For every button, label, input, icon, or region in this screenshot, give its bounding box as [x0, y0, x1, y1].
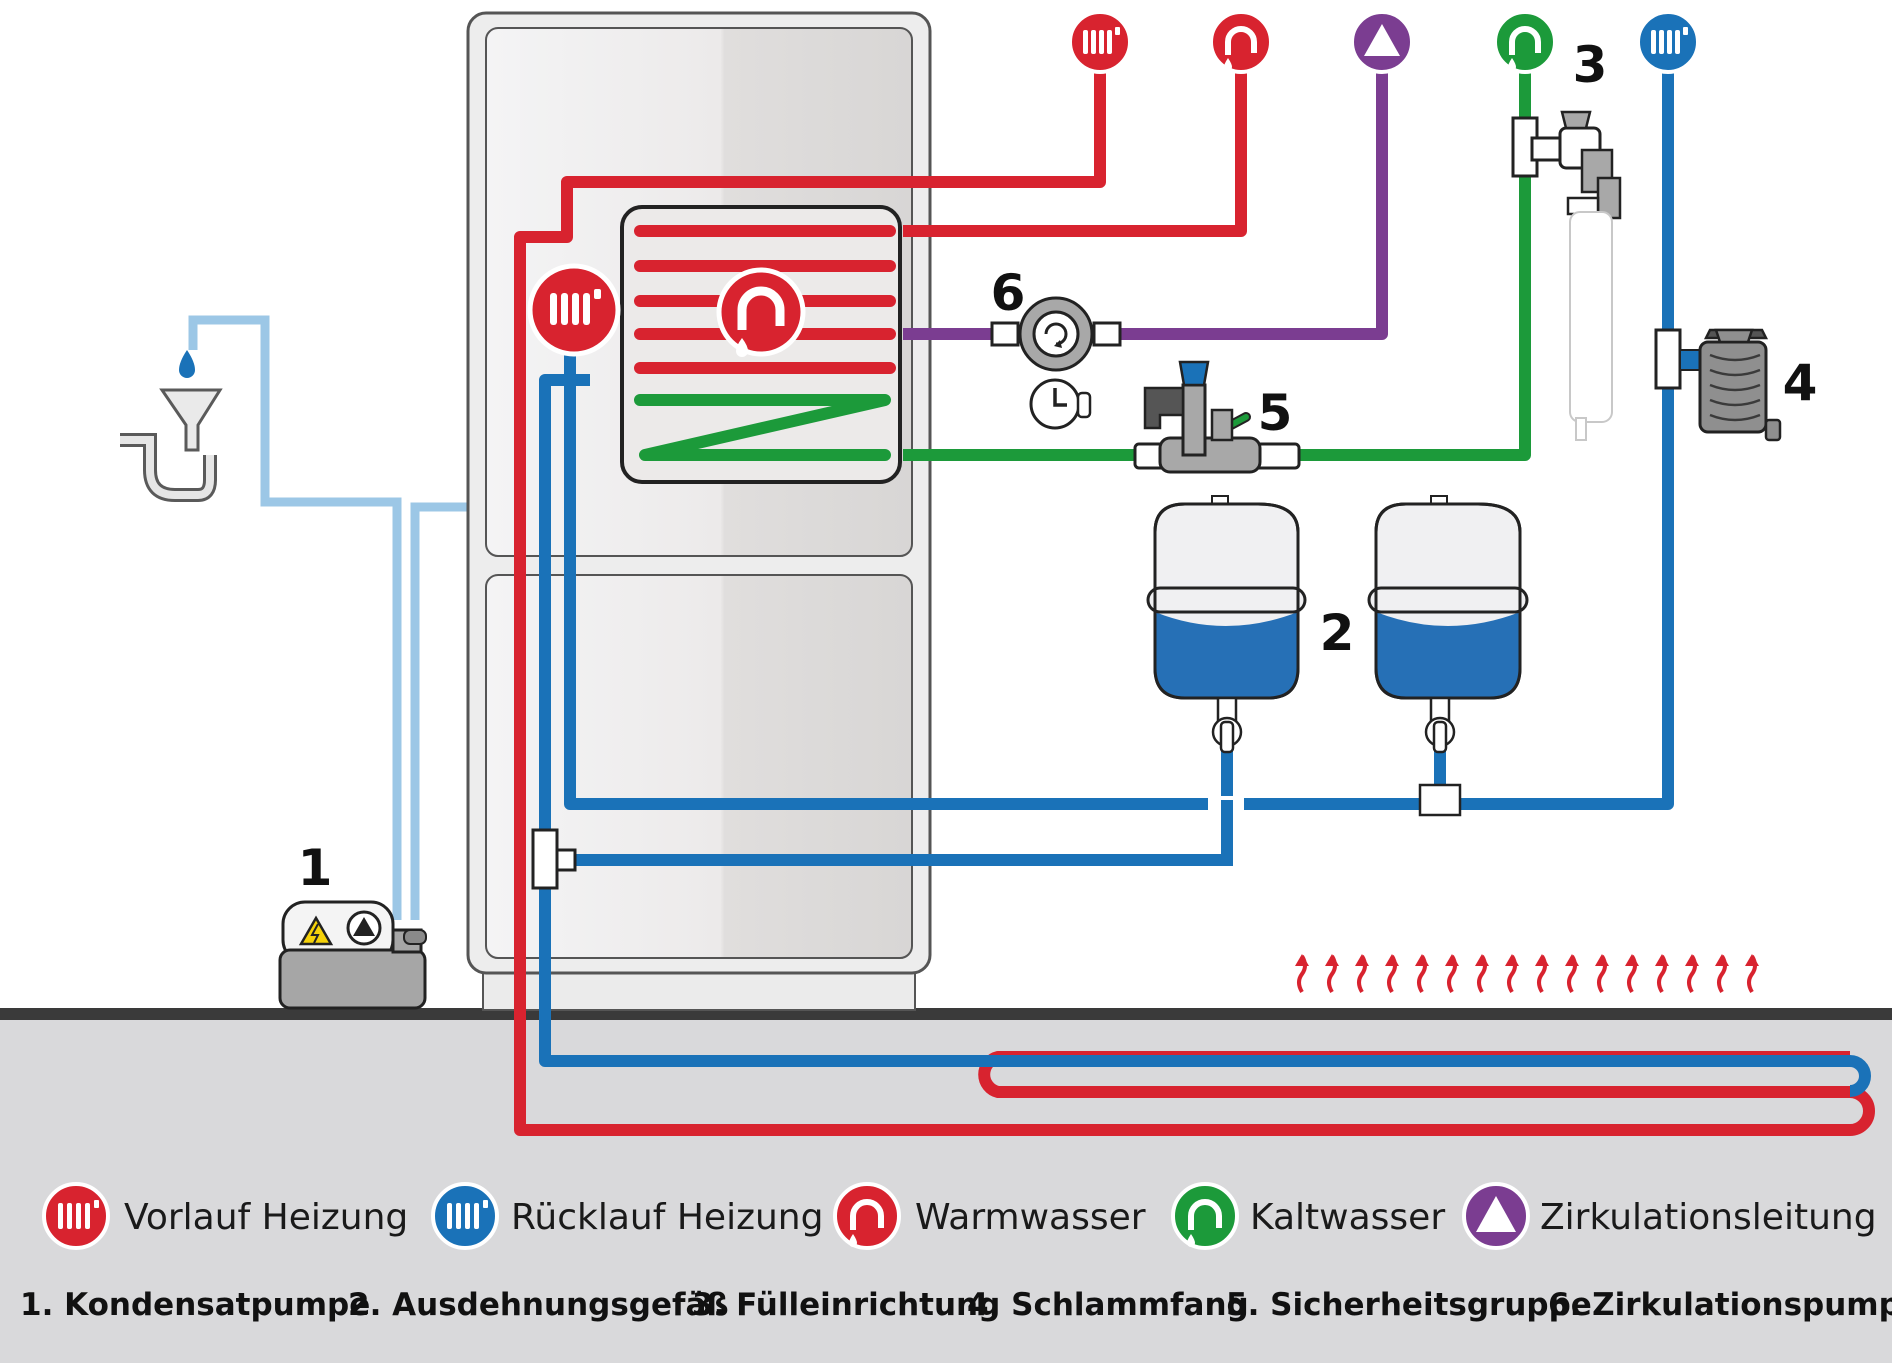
heat-arrow-head — [1745, 954, 1759, 966]
callout-4: 4 — [1783, 354, 1818, 412]
heat-arrow-head — [1565, 954, 1579, 966]
expansion-vessel-1 — [1146, 495, 1307, 754]
supply-radiator-icon — [527, 263, 621, 357]
legend-return: Rücklauf Heizung — [431, 1182, 823, 1250]
warning-icon — [298, 915, 334, 946]
sludge-separator — [1654, 328, 1782, 442]
heat-arrow-head — [1475, 954, 1489, 966]
hot-water-pipe — [903, 72, 1247, 237]
legend-label: Rücklauf Heizung — [511, 1197, 823, 1238]
component-1: 1. Kondensatpumpe — [20, 1287, 370, 1323]
legend-supply: Vorlauf Heizung — [42, 1182, 408, 1250]
top-return-icon — [1636, 10, 1700, 74]
heat-arrow-head — [1535, 954, 1549, 966]
top-cold-water-icon — [1493, 10, 1557, 74]
top-hot-water-icon — [1209, 10, 1273, 74]
drain-funnel-icon — [120, 350, 223, 502]
heat-arrow-head — [1625, 954, 1639, 966]
safety-group — [1133, 360, 1301, 474]
component-4: 4. Schlammfang — [967, 1287, 1249, 1323]
legend-label: Zirkulationsleitung — [1540, 1197, 1877, 1238]
heat-arrows — [1295, 954, 1759, 994]
top-supply-icon — [1068, 10, 1132, 74]
callout-2: 2 — [1320, 604, 1355, 662]
tee-fitting — [531, 828, 559, 890]
heat-arrow-head — [1445, 954, 1459, 966]
component-3: 3. Fülleinrichtung — [692, 1287, 1000, 1323]
condensate-pipes — [188, 315, 468, 920]
heat-arrow-head — [1295, 954, 1309, 966]
heat-arrow-head — [1595, 954, 1609, 966]
expansion-vessel-2 — [1367, 495, 1529, 817]
heat-arrow-head — [1355, 954, 1369, 966]
callout-5: 5 — [1258, 384, 1293, 442]
cold-water-pipe — [903, 72, 1531, 461]
floor-line — [0, 1008, 1892, 1020]
legend-label: Vorlauf Heizung — [124, 1197, 408, 1238]
callout-6: 6 — [991, 264, 1026, 322]
hot-water-tap-icon — [716, 267, 806, 357]
filling-device — [1511, 110, 1622, 441]
heat-arrow-head — [1505, 954, 1519, 966]
storage-tank-exchanger — [620, 205, 902, 484]
heat-arrow-head — [1715, 954, 1729, 966]
legend-circulation: Zirkulationsleitung — [1462, 1182, 1877, 1250]
legend: Vorlauf Heizung Rücklauf Heizung Warmwas… — [42, 1182, 1877, 1250]
heat-arrow-head — [1685, 954, 1699, 966]
callout-1: 1 — [298, 839, 333, 897]
component-list: 1. Kondensatpumpe 2. Ausdehnungsgefäß 3.… — [20, 1287, 1892, 1323]
component-2: 2. Ausdehnungsgefäß — [348, 1287, 729, 1323]
heat-arrow-head — [1415, 954, 1429, 966]
tee-fitting — [555, 848, 577, 872]
heat-arrow-head — [1655, 954, 1669, 966]
callout-3: 3 — [1573, 36, 1608, 94]
heat-arrow-head — [1325, 954, 1339, 966]
legend-cold-water: Kaltwasser — [1171, 1182, 1445, 1250]
condensate-pump — [278, 900, 427, 1010]
component-5: 5. Sicherheitsgruppe — [1226, 1287, 1592, 1323]
circulation-pump — [990, 296, 1122, 430]
legend-hot-water: Warmwasser — [833, 1182, 1146, 1250]
legend-label: Warmwasser — [915, 1197, 1146, 1238]
component-6: 6. Zirkulationspumpe — [1548, 1287, 1892, 1323]
legend-label: Kaltwasser — [1250, 1197, 1445, 1238]
heat-arrow-head — [1385, 954, 1399, 966]
top-circulation-icon — [1350, 10, 1414, 74]
ground — [0, 1012, 1892, 1363]
circulation-pipe — [903, 72, 1388, 340]
